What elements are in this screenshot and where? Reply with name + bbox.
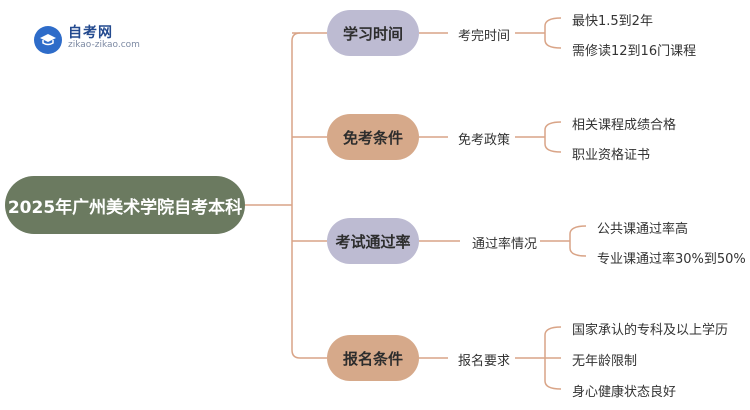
mid-node-pass-rate-info: 通过率情况 xyxy=(472,237,538,252)
graduation-cap-icon xyxy=(34,26,62,54)
mid-node-registration-requirements: 报名要求 xyxy=(458,354,511,369)
connector-leaf-2a xyxy=(544,121,562,153)
leaf-node: 身心健康状态良好 xyxy=(572,385,677,400)
logo-subtitle: zikao-zikao.com xyxy=(68,40,140,50)
root-node: 2025年广州美术学院自考本科 xyxy=(5,176,245,234)
connector-trunk xyxy=(291,32,301,359)
branch-node-registration: 报名条件 xyxy=(327,335,419,381)
branch-node-exemption: 免考条件 xyxy=(327,114,419,160)
leaf-node: 需修读12到16门课程 xyxy=(572,44,697,59)
leaf-node: 国家承认的专科及以上学历 xyxy=(572,323,729,338)
branch-node-pass-rate: 考试通过率 xyxy=(327,218,419,264)
mid-node-exemption-policy: 免考政策 xyxy=(458,133,511,148)
leaf-node: 职业资格证书 xyxy=(572,148,651,163)
leaf-node: 专业课通过率30%到50% xyxy=(597,252,746,267)
leaf-node: 公共课通过率高 xyxy=(597,222,689,237)
mid-node-exam-completion: 考完时间 xyxy=(458,29,511,44)
logo-title: 自考网 xyxy=(68,25,113,41)
connector-leaf-1a xyxy=(544,17,562,49)
site-logo[interactable]: 自考网 zikao-zikao.com xyxy=(34,20,154,54)
leaf-node: 相关课程成绩合格 xyxy=(572,118,677,133)
branch-node-study-time: 学习时间 xyxy=(327,10,419,56)
leaf-node: 最快1.5到2年 xyxy=(572,14,653,29)
connector-leaf-3a xyxy=(569,225,587,257)
leaf-node: 无年龄限制 xyxy=(572,354,638,369)
